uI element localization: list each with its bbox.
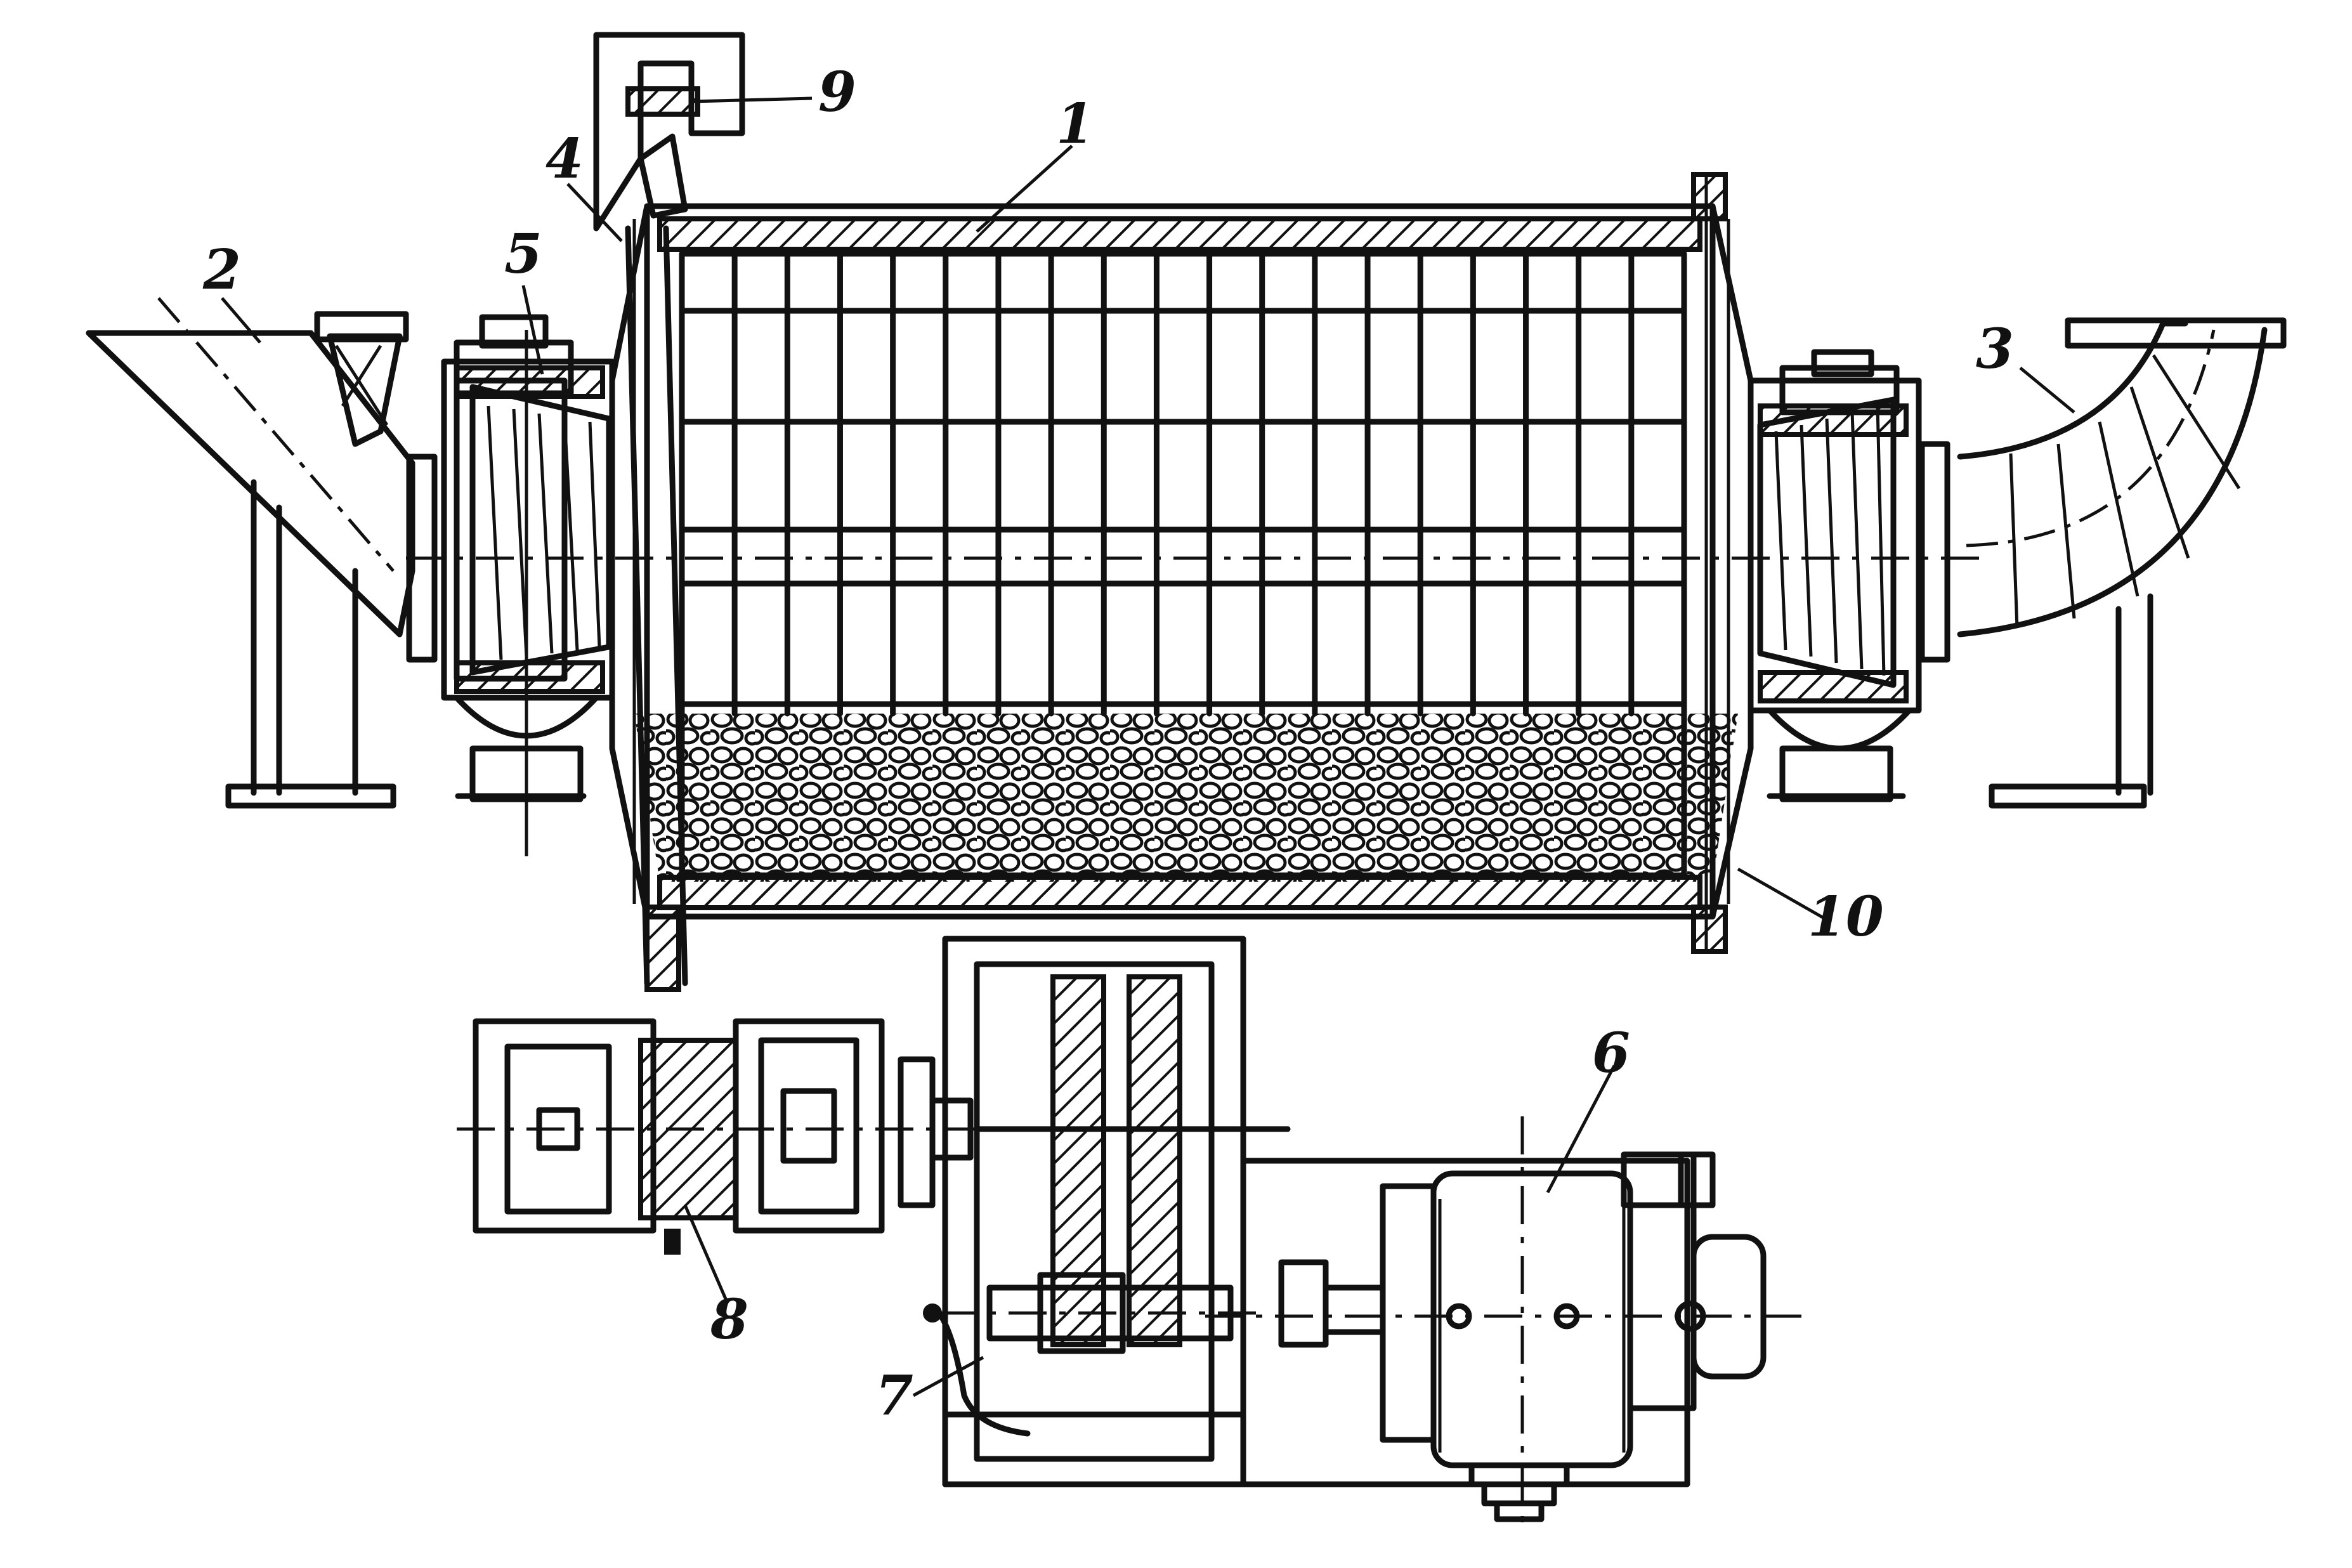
feed-trunnion-bearing (406, 314, 615, 856)
callout-8: 8 (710, 1288, 748, 1352)
pinion-shaft-assembly (457, 1018, 1028, 1255)
callout-10: 10 (1808, 885, 1884, 949)
callout-4: 4 (546, 127, 584, 191)
feed-chute (86, 297, 415, 809)
discharge-trunnion-bearing (1748, 349, 1950, 802)
callout-1: 1 (1056, 92, 1094, 156)
callout-3: 3 (1976, 317, 2014, 381)
girth-gear-guard (593, 32, 1728, 992)
callout-9: 9 (818, 60, 856, 124)
callout-labels: 1 2 3 4 5 6 7 8 9 10 (202, 60, 2014, 1428)
drive-motor (1205, 1116, 1808, 1535)
callout-5: 5 (504, 222, 542, 286)
mill-drum (406, 203, 1985, 920)
callout-7: 7 (875, 1364, 913, 1428)
reducer-gearbox (923, 936, 1291, 1487)
drum-liner-grid (731, 251, 1635, 717)
callout-leaders (221, 96, 2075, 1397)
discharge-elbow (1957, 317, 2287, 809)
callout-2: 2 (202, 238, 241, 302)
callout-6: 6 (1592, 1021, 1630, 1085)
